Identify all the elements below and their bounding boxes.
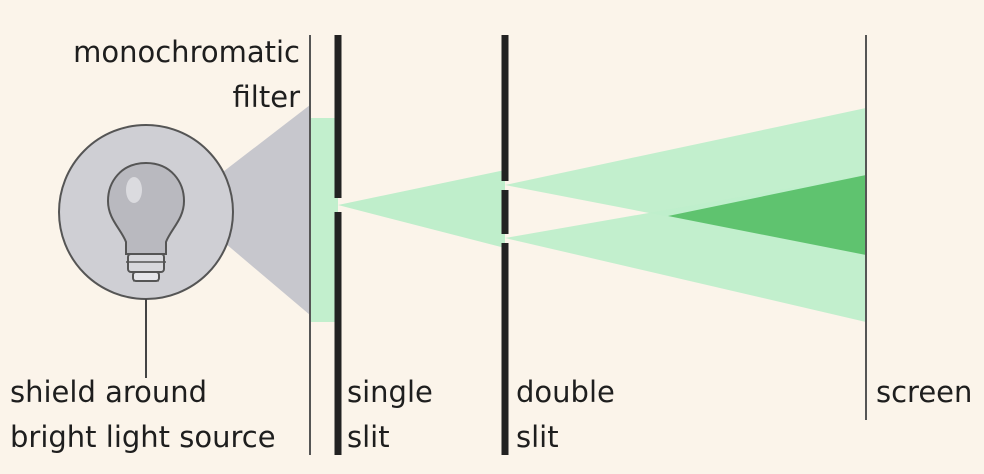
double-slit-label-line1: double bbox=[516, 375, 615, 409]
beam-filtered bbox=[310, 118, 338, 322]
single-slit-label-line2: slit bbox=[347, 420, 390, 454]
light-cone bbox=[180, 105, 310, 315]
filter-label-line1: monochromatic bbox=[73, 35, 300, 69]
single-slit-label-line1: single bbox=[347, 375, 433, 409]
screen-label: screen bbox=[876, 375, 973, 409]
beam-to-double-slit bbox=[338, 170, 505, 248]
double-slit-label-line2: slit bbox=[516, 420, 559, 454]
beam-overlap bbox=[668, 175, 866, 255]
lightbulb-icon bbox=[106, 161, 186, 282]
shield-label-line2: bright light source bbox=[10, 420, 276, 454]
filter-label-line2: filter bbox=[232, 80, 300, 114]
shield-label-line1: shield around bbox=[10, 375, 208, 409]
